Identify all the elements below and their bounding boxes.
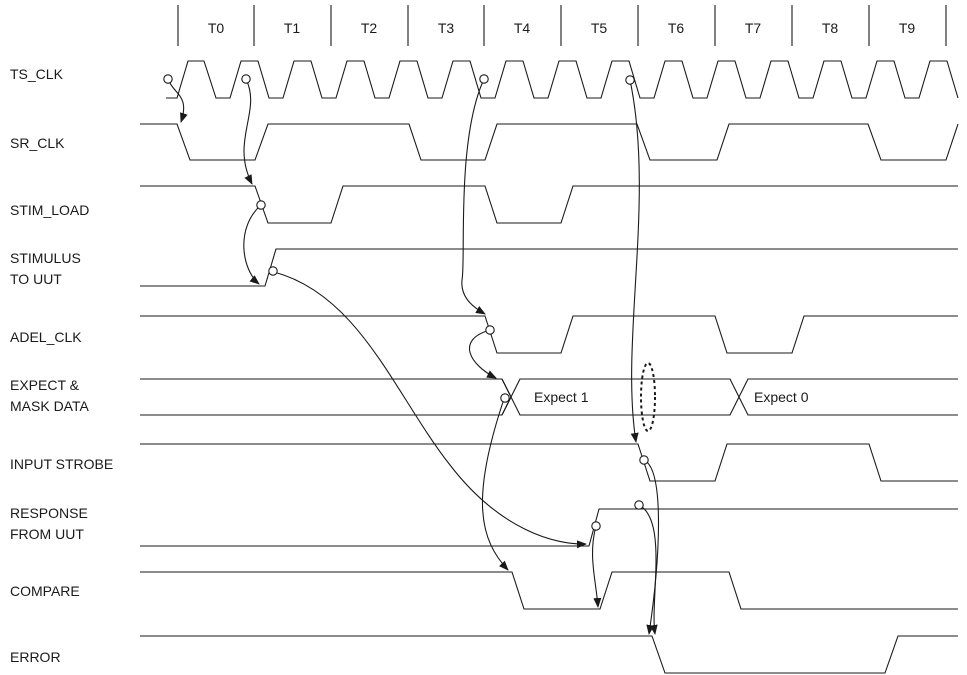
marker-adel-clk (485, 325, 495, 335)
signal-labels: TS_CLK SR_CLK STIM_LOAD STIMULUS TO UUT … (10, 66, 113, 665)
label-input-strobe: INPUT STROBE (10, 456, 113, 472)
waveform-compare (140, 571, 958, 610)
highlight-ellipse (640, 362, 656, 432)
period-header: T0 T1 T2 T3 T4 T5 T6 T7 T8 T9 (177, 5, 947, 46)
label-stim-load: STIM_LOAD (10, 202, 89, 218)
label-ts-clk: TS_CLK (10, 66, 64, 82)
marker-ts-clk-t6 (625, 75, 635, 85)
period-label-t8: T8 (822, 20, 839, 36)
period-label-t2: T2 (361, 20, 378, 36)
waveform-response (140, 508, 958, 547)
period-label-t5: T5 (591, 20, 608, 36)
label-response-2: FROM UUT (10, 526, 84, 542)
period-label-t1: T1 (284, 20, 301, 36)
period-label-t0: T0 (208, 20, 225, 36)
period-label-t4: T4 (514, 20, 531, 36)
waveform-expect-bus: Expect 1 Expect 0 (140, 378, 958, 416)
label-expect-1: EXPECT & (10, 377, 80, 393)
period-label-t6: T6 (668, 20, 685, 36)
marker-expect (500, 393, 510, 403)
waveform-error (140, 635, 958, 674)
label-error: ERROR (10, 649, 61, 665)
marker-stim-load (256, 200, 266, 210)
label-stimulus-1: STIMULUS (10, 250, 81, 266)
marker-response-high (634, 500, 644, 510)
marker-ts-clk-t4 (479, 74, 489, 84)
waveform-stimulus (140, 248, 958, 287)
waveforms: Expect 1 Expect 0 (140, 60, 959, 674)
label-stimulus-2: TO UUT (10, 271, 62, 287)
waveform-adel-clk (140, 315, 958, 354)
label-adel-clk: ADEL_CLK (10, 329, 82, 345)
period-label-t9: T9 (899, 20, 916, 36)
label-sr-clk: SR_CLK (10, 135, 65, 151)
marker-response-edge (591, 521, 601, 531)
marker-ts-clk-t0 (163, 74, 173, 84)
event-markers (163, 74, 649, 531)
marker-ts-clk-t1 (241, 74, 251, 84)
period-label-t7: T7 (745, 20, 762, 36)
marker-strobe (639, 455, 649, 465)
waveform-sr-clk (140, 123, 959, 161)
bus-value-expect-1: Expect 1 (534, 389, 589, 405)
waveform-input-strobe (140, 443, 958, 482)
period-label-t3: T3 (438, 20, 455, 36)
label-expect-2: MASK DATA (10, 398, 89, 414)
bus-value-expect-0: Expect 0 (754, 389, 809, 405)
causality-arrows (167, 78, 660, 635)
label-compare: COMPARE (10, 583, 80, 599)
label-response-1: RESPONSE (10, 505, 88, 521)
waveform-ts-clk (166, 60, 959, 99)
marker-stimulus (268, 266, 278, 276)
